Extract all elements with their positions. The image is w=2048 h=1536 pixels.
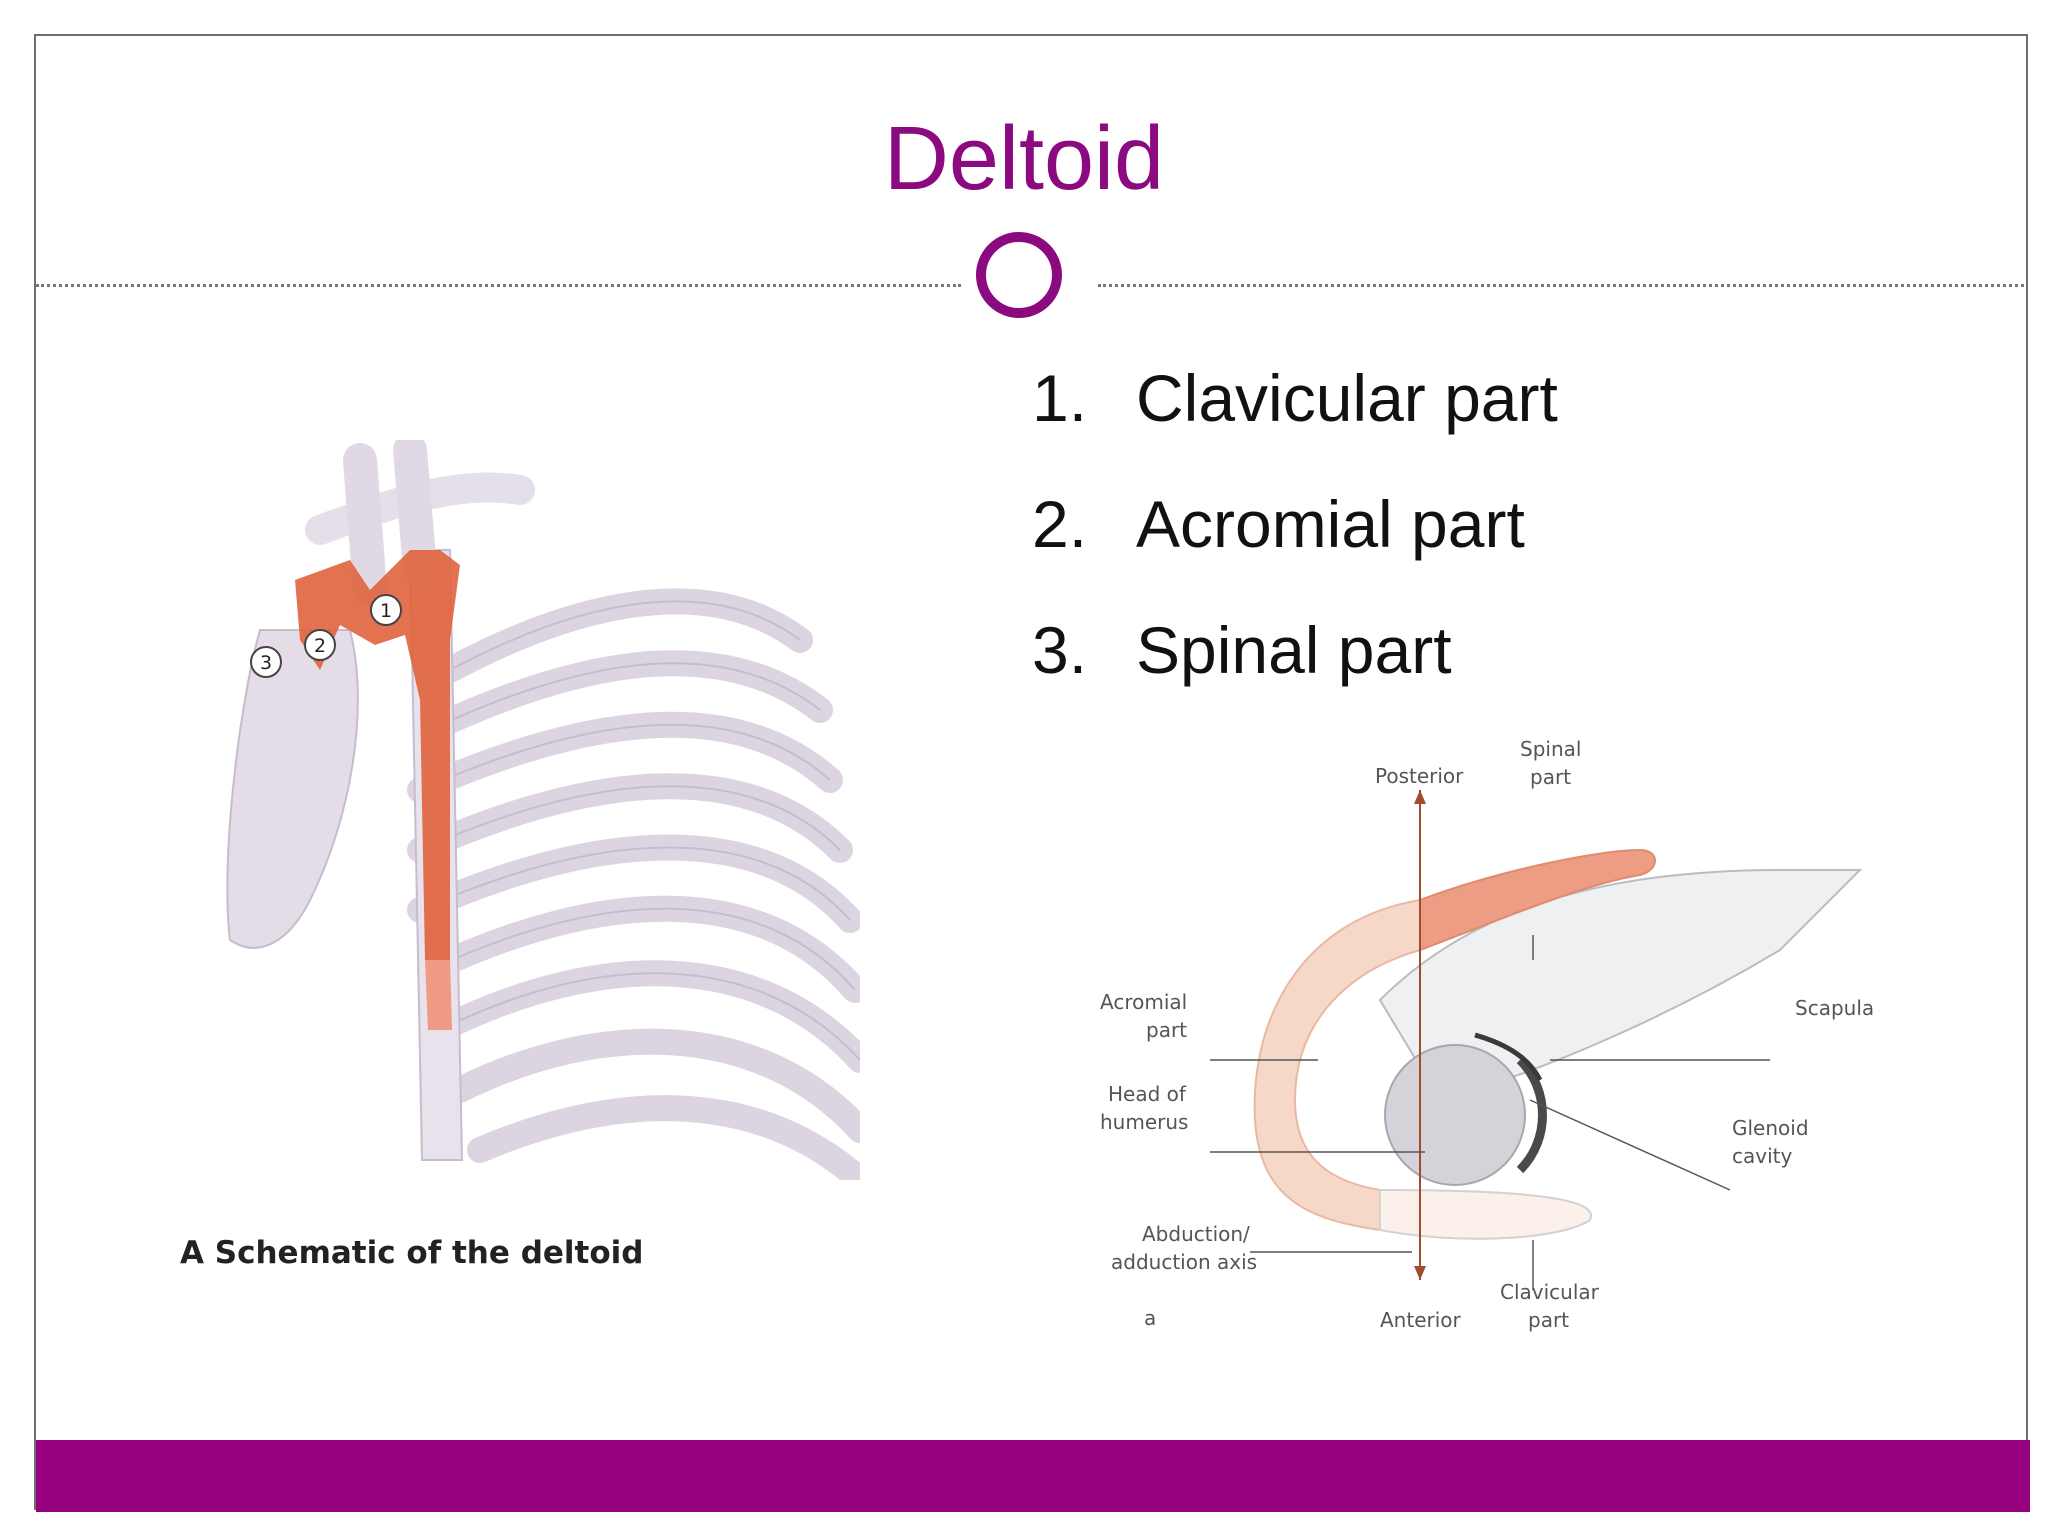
marker-1-label: 1 — [380, 600, 392, 622]
glenoid-rim — [1474, 1032, 1543, 1082]
acromial-part-label-line2: part — [1146, 1018, 1188, 1042]
humerus-head — [1384, 1044, 1526, 1186]
anterior-label: Anterior — [1380, 1308, 1461, 1332]
title-ring-ornament — [976, 232, 1062, 318]
rib-outlines — [419, 600, 860, 1061]
panel-letter: a — [1144, 1306, 1157, 1330]
list-item: 3. Spinal part — [1032, 612, 1558, 738]
spinal-part-label-line2: part — [1530, 765, 1572, 789]
marker-1 — [370, 594, 402, 626]
axis-arrow-top — [1414, 790, 1426, 804]
posterior-label: Posterior — [1375, 764, 1464, 788]
list-item-label: Acromial part — [1136, 487, 1525, 561]
list-item-label: Clavicular part — [1136, 361, 1558, 435]
clavicular-part — [1379, 1188, 1593, 1240]
axis-label-line2: adduction axis — [1111, 1250, 1258, 1274]
deltoid-cross-section-diagram — [1210, 790, 1863, 1290]
title-divider-right — [1098, 284, 2024, 287]
spinal-part — [1419, 848, 1656, 952]
acromial-part-label-line1: Acromial — [1100, 990, 1188, 1014]
figure-caption: A Schematic of the deltoid — [180, 1235, 644, 1271]
marker-3-label: 3 — [260, 652, 272, 674]
footer-bar — [36, 1440, 2030, 1512]
part-markers: 1 2 3 — [250, 594, 402, 678]
clavicular-part-label-line1: Clavicular — [1500, 1280, 1599, 1304]
glenoid-cavity-label-line1: Glenoid — [1732, 1116, 1809, 1140]
slide-title: Deltoid — [883, 109, 1165, 209]
leader-lines — [1210, 935, 1770, 1290]
acromial-part — [1253, 898, 1421, 1232]
spinal-part-label-line1: Spinal — [1520, 737, 1582, 761]
humerus — [226, 629, 359, 949]
clavicular-part-label-line2: part — [1528, 1308, 1570, 1332]
axis-label-line1: Abduction/ — [1142, 1222, 1250, 1246]
axis-arrow-bottom — [1414, 1266, 1426, 1280]
head-of-humerus-label-line1: Head of — [1108, 1082, 1186, 1106]
title-divider-left — [36, 284, 961, 287]
marker-2-label: 2 — [314, 635, 326, 657]
list-item-number: 1. — [1032, 361, 1088, 435]
deltoid-parts-list: 1. Clavicular part 2. Acromial part 3. S… — [1032, 360, 1558, 738]
deltoid-insertion — [425, 960, 452, 1030]
glenoid-cavity-label-line2: cavity — [1732, 1144, 1793, 1168]
rib-cage — [407, 588, 860, 1180]
deltoid-muscle — [295, 550, 460, 960]
glenoid-cavity — [1516, 1056, 1547, 1174]
list-item: 2. Acromial part — [1032, 486, 1558, 612]
list-item-number: 2. — [1032, 487, 1088, 561]
marker-2 — [304, 629, 336, 661]
scapula-label: Scapula — [1795, 996, 1875, 1020]
list-item: 1. Clavicular part — [1032, 360, 1558, 486]
deltoid-schematic-illustration: 1 2 3 — [226, 440, 860, 1180]
marker-3 — [250, 646, 282, 678]
list-item-number: 3. — [1032, 613, 1088, 687]
list-item-label: Spinal part — [1136, 613, 1452, 687]
head-of-humerus-label-line2: humerus — [1100, 1110, 1189, 1134]
